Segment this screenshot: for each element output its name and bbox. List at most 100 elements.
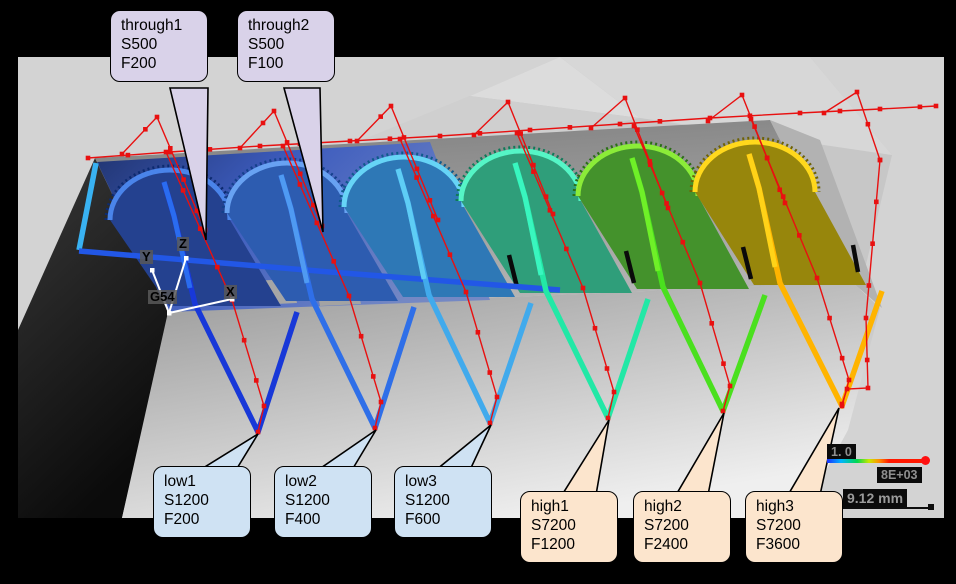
callout-label: high1	[531, 498, 569, 515]
rapid-move-marker	[241, 337, 247, 343]
rapid-move-marker	[85, 155, 91, 161]
callout-label: high3	[756, 498, 794, 515]
rapid-moves	[85, 89, 939, 435]
rapid-move-marker	[680, 239, 686, 245]
rapid-move-marker	[346, 293, 352, 299]
rapid-move-marker	[167, 149, 173, 155]
rapid-move-marker	[617, 121, 623, 127]
rapid-move-marker	[873, 199, 879, 205]
rapid-move-marker	[531, 169, 536, 174]
rapid-move-marker	[933, 103, 939, 109]
rapid-move-marker	[477, 131, 483, 136]
axis-label-y: Y	[140, 249, 153, 265]
rapid-move-marker	[709, 321, 715, 326]
rapid-move-marker	[427, 198, 433, 203]
rapid-move-marker	[780, 194, 786, 199]
rapid-move-marker	[167, 145, 173, 151]
rapid-move-marker	[237, 145, 243, 151]
callout-low2: low2 S1200 F400	[274, 466, 372, 538]
rapid-move-marker	[604, 366, 610, 371]
rapid-move-marker	[284, 140, 290, 145]
feed-colorbar-end-dot	[921, 456, 930, 465]
callout-label: low3	[405, 473, 437, 490]
rapid-move-marker	[143, 127, 148, 132]
rapid-move-marker	[782, 200, 788, 206]
rapid-move-marker	[125, 152, 131, 158]
rapid-move-marker	[877, 106, 883, 112]
rapid-move-marker	[430, 213, 436, 219]
rapid-move-marker	[752, 124, 757, 129]
callout-label: high2	[644, 498, 682, 515]
rapid-move-marker	[588, 125, 594, 131]
rapid-move-marker	[180, 188, 186, 193]
work-offset-label: G54	[148, 289, 177, 305]
spindle-speed: S1200	[164, 492, 209, 510]
feed-rate: F100	[248, 55, 284, 73]
rapid-move-marker	[527, 127, 533, 133]
spindle-speed: S1200	[285, 492, 330, 510]
rapid-move-marker	[664, 201, 669, 206]
rapid-move-marker	[748, 116, 754, 122]
rapid-move-marker	[844, 386, 850, 392]
rapid-move-marker	[854, 89, 860, 95]
rapid-move-marker	[387, 136, 393, 142]
rapid-move-marker	[705, 118, 711, 124]
feed-rate: F600	[405, 511, 441, 529]
rapid-move-marker	[197, 226, 203, 232]
rapid-move-marker	[837, 108, 843, 114]
rapid-move-marker	[154, 114, 160, 120]
rapid-move-marker	[378, 114, 383, 119]
callout-label: through1	[121, 17, 183, 34]
rapid-move-marker	[864, 357, 870, 363]
rapid-move-marker	[727, 383, 733, 389]
callout-high3: high3 S7200 F3600	[745, 491, 843, 563]
rapid-move-marker	[372, 425, 378, 431]
toolpath-floor-pass	[78, 248, 561, 293]
rapid-move-marker	[647, 162, 653, 168]
rapid-move-marker	[271, 108, 277, 114]
rapid-move-marker	[631, 123, 637, 129]
rapid-move-marker	[475, 329, 481, 335]
callout-tails	[168, 87, 840, 496]
rapid-move-marker	[814, 275, 820, 281]
rapid-move-marker	[865, 385, 871, 391]
feed-rate: F2400	[644, 536, 688, 554]
rapid-move-marker	[697, 280, 703, 286]
rapid-move-marker	[747, 113, 753, 119]
callout-through2: through2 S500 F100	[237, 10, 335, 82]
rapid-move-marker	[611, 389, 617, 395]
rapid-move-marker	[550, 211, 556, 217]
scale-bar-line	[832, 507, 932, 509]
rapid-move-marker	[414, 166, 420, 172]
rapid-move-marker	[543, 194, 549, 199]
rapid-move-marker	[839, 355, 845, 361]
rapid-move-marker	[797, 233, 802, 238]
rapid-move-marker	[119, 151, 125, 157]
rapid-move-marker	[280, 143, 286, 149]
callout-high1: high1 S7200 F1200	[520, 491, 618, 563]
rapid-move-marker	[354, 138, 360, 144]
rapid-move-marker	[721, 361, 726, 366]
rapid-move-marker	[194, 208, 200, 214]
rapid-move-marker	[764, 155, 770, 161]
spindle-speed: S500	[248, 36, 285, 54]
spindle-speed: S7200	[756, 517, 801, 535]
spindle-speed: S500	[121, 36, 158, 54]
rapid-move-marker	[253, 378, 259, 383]
callout-through1: through1 S500 F200	[110, 10, 208, 82]
rapid-move-marker	[665, 205, 671, 211]
rapid-move-marker	[215, 264, 220, 270]
rapid-move-marker	[437, 133, 443, 139]
rapid-move-marker	[720, 408, 726, 414]
rapid-move-marker	[297, 182, 303, 187]
rapid-move-marker	[635, 127, 640, 132]
scale-bar-end-dot	[928, 504, 934, 510]
callout-high2: high2 S7200 F2400	[633, 491, 731, 563]
rapid-move-marker	[797, 110, 803, 116]
rapid-move-marker	[378, 399, 384, 405]
rapid-move-marker	[414, 175, 419, 180]
rapid-move-marker	[821, 110, 827, 116]
rapid-move-marker	[877, 157, 883, 163]
feed-colorbar	[827, 459, 927, 463]
